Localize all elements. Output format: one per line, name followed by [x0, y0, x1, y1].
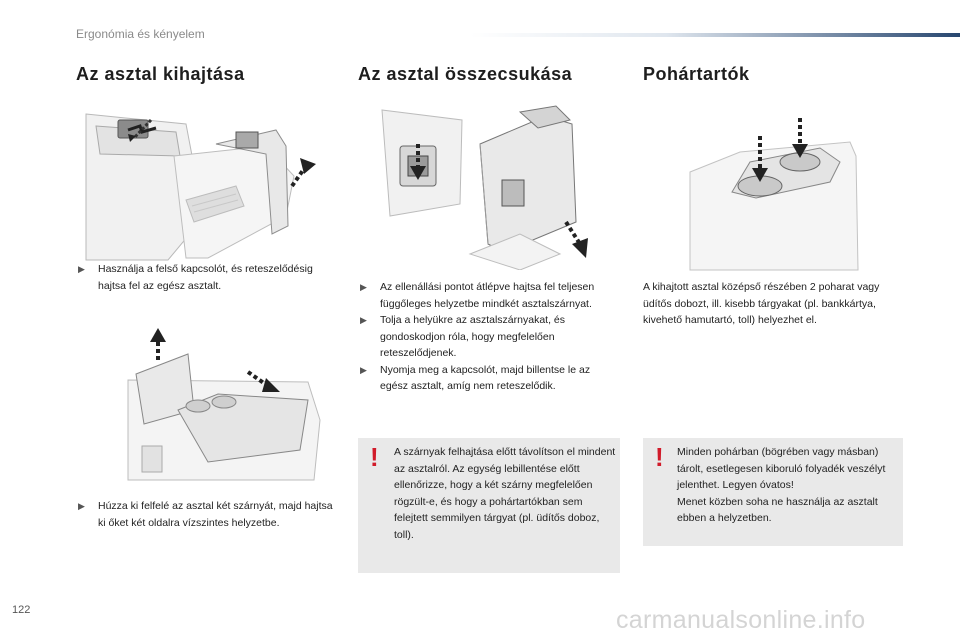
col2-warning-box: ! A szárnyak felhajtása előtt távolítson… — [358, 438, 620, 573]
col3-warning-line1: Minden pohárban (bögrében vagy másban) t… — [677, 446, 886, 491]
col1-title: Az asztal kihajtása — [76, 64, 245, 84]
bullet-icon: ▶ — [360, 315, 367, 325]
unfold-table-illustration-1 — [76, 106, 340, 266]
header-bar — [470, 33, 960, 37]
col1-step1: ▶ Használja a felső kapcsolót, és retesze… — [76, 261, 338, 294]
warning-icon: ! — [370, 442, 379, 472]
col1-step2-text: Húzza ki felfelé az asztal két szárnyát,… — [98, 500, 333, 529]
section-title: Ergonómia és kényelem — [76, 27, 205, 41]
col3-text: A kihajtott asztal középső részében 2 po… — [643, 281, 880, 326]
col3-warning-line2: Menet közben soha ne használja az asztal… — [677, 495, 878, 525]
fold-table-illustration — [370, 104, 608, 270]
bullet-icon: ▶ — [78, 501, 85, 511]
bullet-icon: ▶ — [360, 364, 367, 375]
col2-step1-text: Az ellenállási pontot átlépve hajtsa fel… — [380, 281, 595, 310]
col2-warning-text: A szárnyak felhajtása előtt távolítson e… — [394, 446, 616, 541]
cupholder-illustration — [680, 112, 862, 272]
col3-title: Pohártartók — [643, 64, 750, 84]
bullet-icon: ▶ — [78, 264, 85, 274]
col1-step1-text: Használja a felső kapcsolót, és reteszel… — [98, 263, 313, 292]
col2-title: Az asztal összecsukása — [358, 64, 573, 84]
col1-step2: ▶ Húzza ki felfelé az asztal két szárnyát… — [76, 498, 338, 531]
col2-steps: ▶ Az ellenállási pontot átlépve hajtsa fe… — [358, 279, 620, 395]
col3-warning-text: Minden pohárban (bögrében vagy másban) t… — [677, 444, 895, 527]
unfold-table-illustration-2 — [118, 320, 340, 488]
watermark: carmanualsonline.info — [616, 606, 866, 634]
col3-warning-box: ! Minden pohárban (bögrében vagy másban)… — [643, 438, 903, 546]
page-number: 122 — [12, 604, 31, 616]
warning-icon: ! — [655, 442, 664, 472]
bullet-icon: ▶ — [360, 282, 367, 292]
col2-step2-text: Tolja a helyükre az asztalszárnyakat, és… — [380, 314, 566, 359]
col2-step3-text: Nyomja meg a kapcsolót, majd billentse l… — [380, 363, 591, 393]
